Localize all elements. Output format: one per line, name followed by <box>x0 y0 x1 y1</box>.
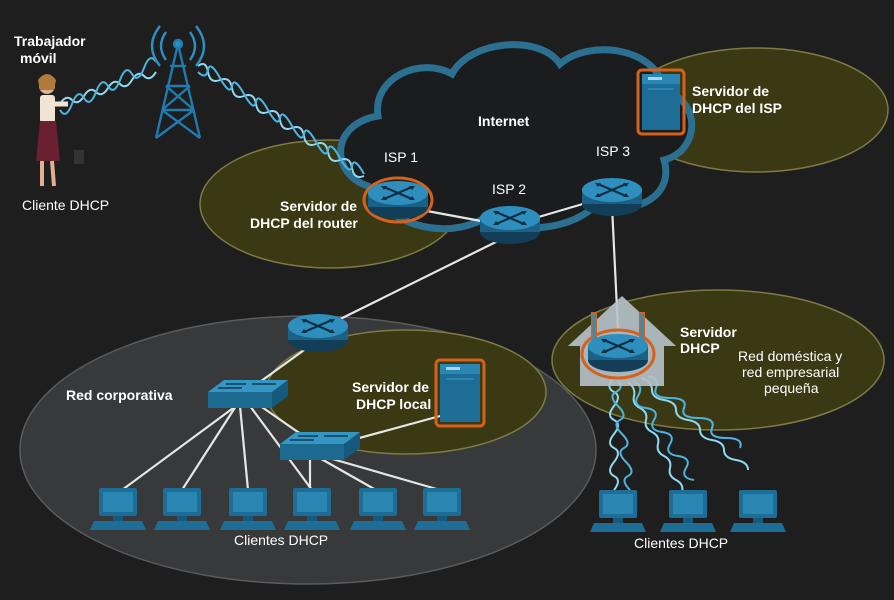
home-network-label: red empresarial <box>742 364 839 380</box>
isp-server-label: DHCP del ISP <box>692 100 782 116</box>
router-server-label: Servidor de <box>280 198 357 214</box>
home-server-label: DHCP <box>680 340 720 356</box>
isp2-router-icon <box>478 204 542 246</box>
corporate-router-icon <box>286 312 350 354</box>
router-server-label: DHCP del router <box>250 215 358 231</box>
home-network-label: Red doméstica y <box>738 348 842 364</box>
isp-server-icon <box>636 68 686 136</box>
local-switch-icon <box>279 431 361 461</box>
corporate-switch-icon <box>207 379 289 409</box>
home-clients-label: Clientes DHCP <box>634 535 728 551</box>
mobile-worker-label: móvil <box>20 50 57 66</box>
local-server-label: DHCP local <box>356 396 431 412</box>
isp2-label: ISP 2 <box>492 181 526 197</box>
local-server-icon <box>434 358 486 428</box>
cell-tower-icon <box>150 25 206 139</box>
home-router-icon <box>580 312 656 380</box>
isp3-router-icon <box>580 176 644 218</box>
wireless-links <box>59 57 749 493</box>
home-network-label: pequeña <box>764 380 819 396</box>
pc-icon <box>660 490 716 532</box>
internet-label: Internet <box>478 113 530 129</box>
local-server-label: Servidor de <box>352 379 429 395</box>
isp-server-label: Servidor de <box>692 83 769 99</box>
corporate-network-label: Red corporativa <box>66 387 173 403</box>
isp3-label: ISP 3 <box>596 143 630 159</box>
corporate-clients-label: Clientes DHCP <box>234 532 328 548</box>
pc-icon <box>730 490 786 532</box>
mobile-worker-label: Trabajador <box>14 33 86 49</box>
pc-icon <box>590 490 646 532</box>
isp1-label: ISP 1 <box>384 149 418 165</box>
person-icon <box>36 74 84 187</box>
isp1-router-icon <box>362 176 434 224</box>
mobile-client-label: Cliente DHCP <box>22 197 109 213</box>
home-server-label: Servidor <box>680 324 737 340</box>
